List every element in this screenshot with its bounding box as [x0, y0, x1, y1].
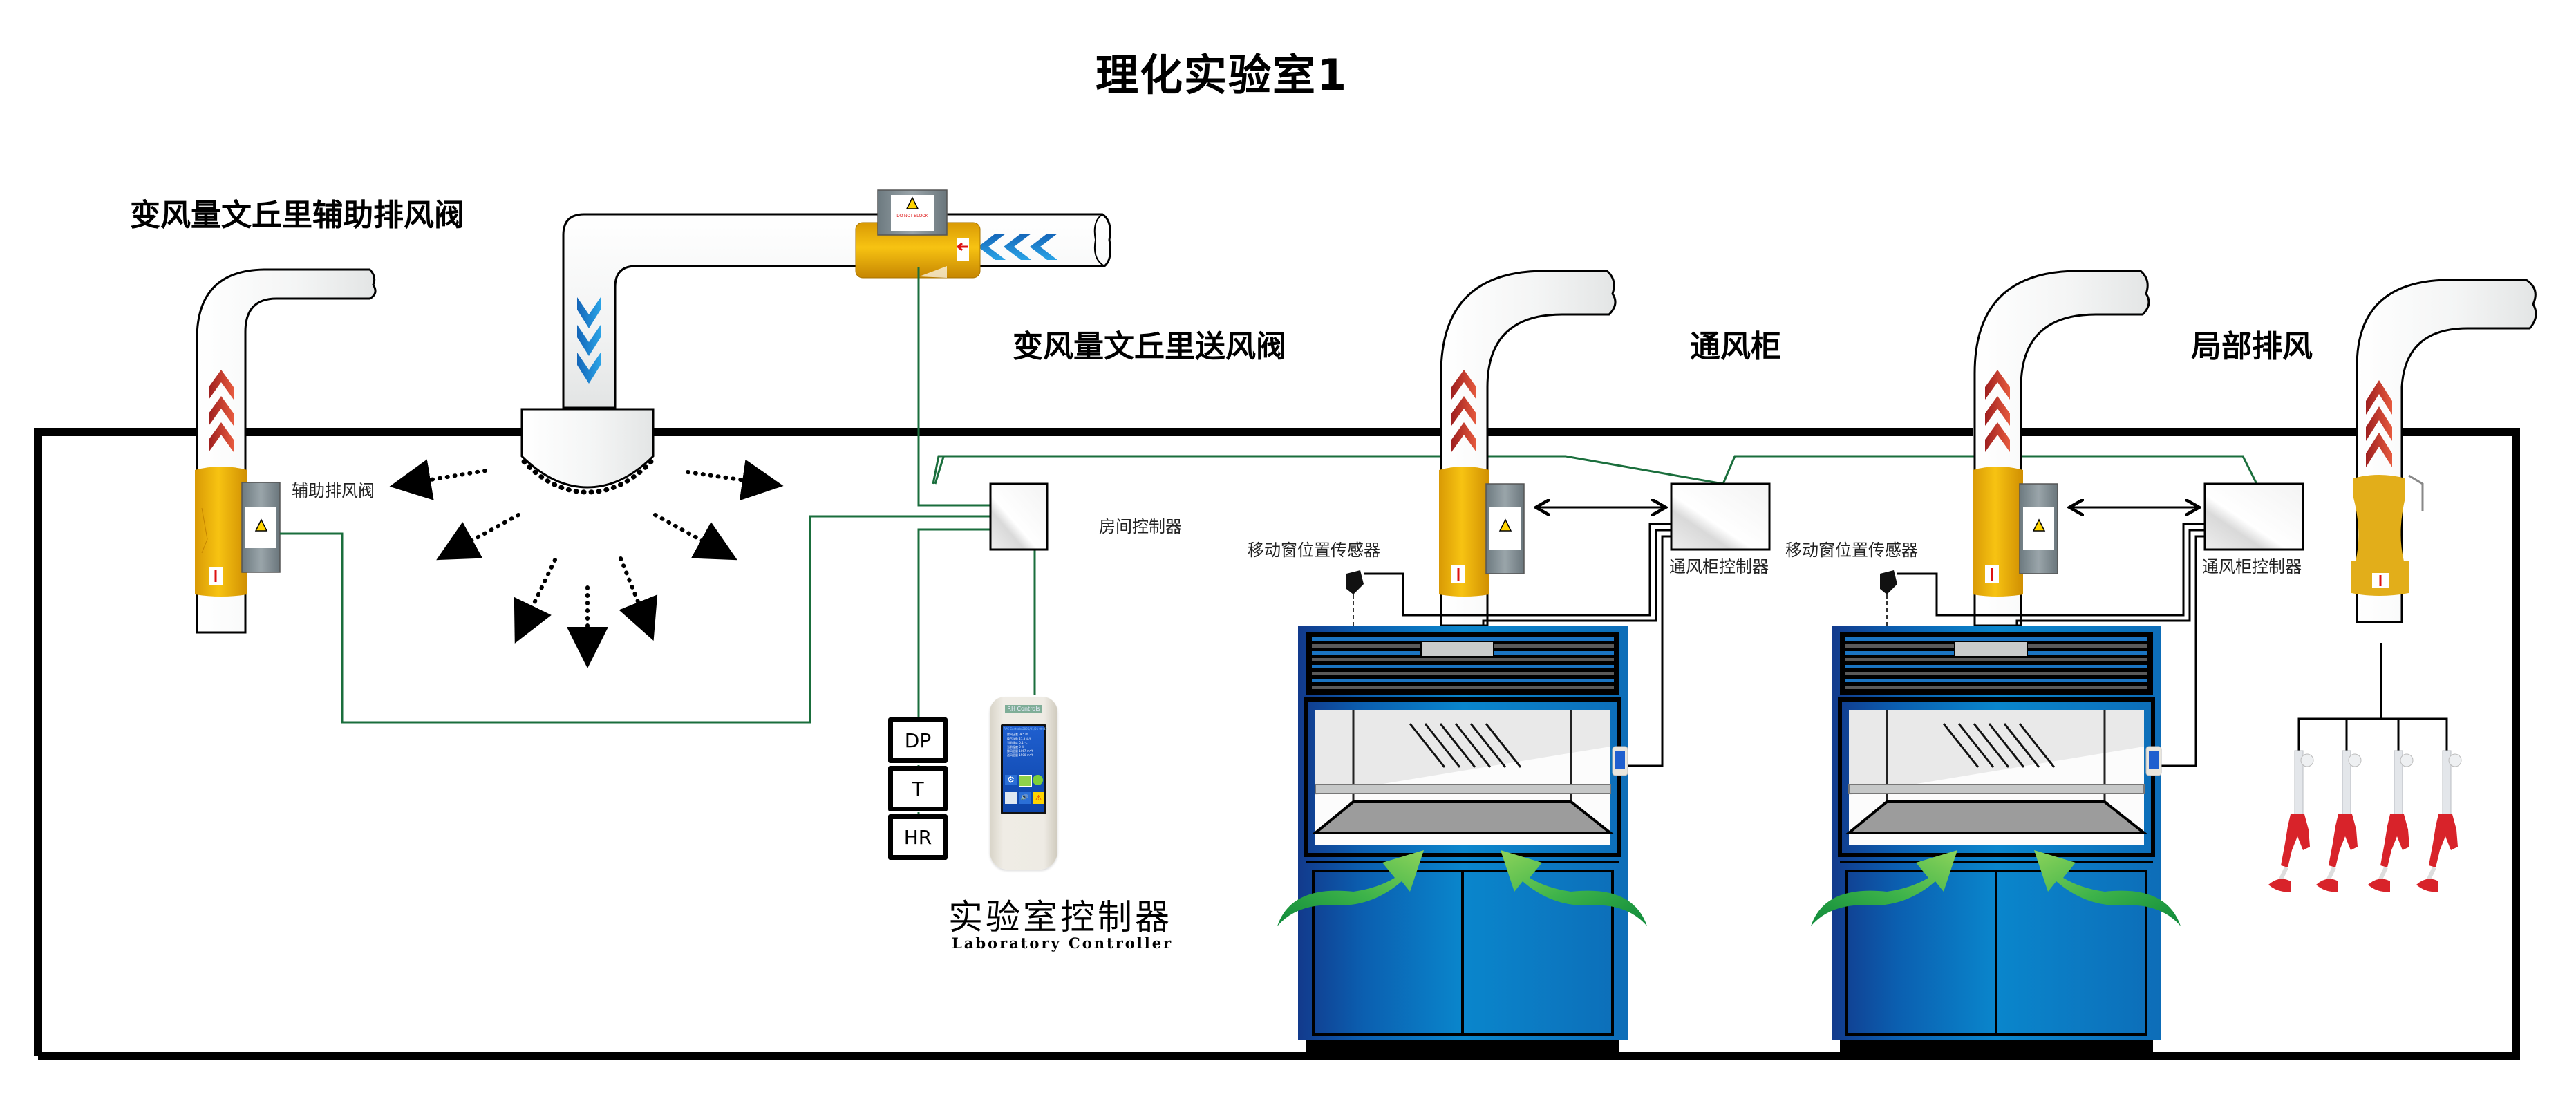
flow-direction-arrow-icon — [956, 242, 968, 252]
arm-joint — [2329, 814, 2358, 867]
warning-text: DO NOT BLOCK — [896, 214, 928, 218]
warning-icon — [1498, 518, 1512, 532]
warning-icon — [254, 518, 268, 532]
control-wiring — [280, 267, 2258, 724]
screen-reading-row: 换气次数 21.3 次/h — [1007, 737, 1032, 740]
power-switch-icon[interactable] — [1005, 792, 1017, 804]
gear-icon[interactable]: ⚙ — [1005, 775, 1017, 785]
fume-hood-1 — [1277, 270, 1771, 1053]
local-exhaust-arm-1 — [2268, 750, 2314, 892]
local-exhaust-heading: 局部排风 — [2191, 329, 2313, 364]
arm-joint — [2429, 814, 2458, 867]
warning-icon — [2032, 518, 2046, 532]
airflow-indicator — [1420, 641, 1494, 657]
sash-position-sensor — [1346, 570, 1364, 594]
warning-icon — [905, 196, 919, 209]
hood-controller-box — [1670, 482, 1771, 551]
exhaust-up-arrow-icon — [209, 370, 234, 452]
supply-duct — [562, 213, 1111, 409]
airflow-in-arrow-left — [1277, 850, 1424, 926]
arm-joint — [2281, 814, 2310, 867]
local-exhaust-venturi-valve — [2351, 474, 2424, 596]
mode-button[interactable] — [1033, 775, 1043, 785]
ceiling-diffuser — [389, 408, 784, 668]
run-status-button[interactable] — [1019, 775, 1032, 787]
screen-datetime: 2005/01/01 00:43 — [1022, 727, 1047, 731]
airflow-in-arrow-left — [1811, 850, 1957, 926]
extraction-hood-icon — [2368, 879, 2390, 892]
sash-sensor-label-2: 移动窗位置传感器 — [1785, 541, 1918, 560]
room-controller-label: 房间控制器 — [1099, 517, 1182, 536]
screen-reading-row: 当前温度 0.1 ℃ — [1007, 741, 1028, 744]
extraction-hood-icon — [2416, 879, 2438, 892]
work-surface — [1845, 800, 2148, 834]
exhaust-up-arrow-icon — [1451, 370, 1476, 452]
sash-handle — [1315, 784, 1611, 794]
controller-screen: RPC Controls 2005/01/01 00:43 房间压差 -9.5 … — [1001, 724, 1047, 814]
screen-reading-row: 房间压差 -9.5 Pa — [1007, 733, 1029, 736]
hood-venturi-valve — [1973, 467, 2023, 597]
supply-venturi-valve: DO NOT BLOCK — [855, 189, 981, 279]
fume-hood-2 — [1811, 270, 2304, 1053]
supply-airflow-left-arrow-icon — [978, 234, 1057, 260]
sensor-hr: HR — [888, 814, 948, 860]
sensor-dp: DP — [888, 717, 948, 763]
arm-joint — [2380, 814, 2409, 867]
diffuser-airflow-arrows — [389, 459, 784, 668]
arm-mount — [2400, 753, 2414, 767]
hood-venturi-valve — [1439, 467, 1489, 597]
screen-reading-row: 排风总量 1067 m³/h — [1007, 749, 1034, 753]
extraction-hood-icon — [2316, 879, 2338, 892]
screen-reading-row: 送风总量 1500 m³/h — [1007, 753, 1034, 757]
local-exhaust-arm-3 — [2368, 750, 2414, 892]
sash-frame — [1304, 697, 1621, 857]
local-exhaust-up-arrow-icon — [2366, 380, 2392, 467]
lab-controller-caption-en: Laboratory Controller — [952, 935, 1174, 952]
aux-exhaust-valve-label: 辅助排风阀 — [292, 481, 375, 500]
sash-position-sensor — [1880, 570, 1897, 594]
local-exhaust-duct — [2356, 279, 2537, 623]
sash-sensor-label-1: 移动窗位置传感器 — [1248, 541, 1380, 560]
room-wall — [34, 428, 2520, 1060]
local-exhaust-arm-2 — [2316, 750, 2362, 892]
screen-header: RPC Controls — [1004, 727, 1022, 731]
exhaust-up-arrow-icon — [1985, 370, 2010, 452]
arm-mount — [2348, 753, 2362, 767]
hood-controller-box — [2203, 482, 2304, 551]
aux-exhaust-venturi-valve — [195, 467, 281, 597]
speaker-icon[interactable]: 🔊 — [1019, 792, 1031, 804]
page-title: 理化实验室1 — [1096, 50, 1348, 100]
warning-icon[interactable]: ⚠ — [1033, 792, 1044, 804]
screen-reading-row: 当前湿度 0 % — [1007, 745, 1024, 749]
local-exhaust-branch-pipes — [2297, 643, 2448, 751]
lab-controller-caption: 实验室控制器 — [948, 897, 1172, 937]
work-surface — [1311, 800, 1615, 834]
arm-mount — [2448, 753, 2462, 767]
brand-badge: RH Controls — [1005, 705, 1042, 713]
extraction-hood-icon — [2268, 879, 2291, 892]
hood-controller-label-1: 通风柜控制器 — [1669, 557, 1769, 576]
lab-controller-device[interactable]: RH Controls RPC Controls 2005/01/01 00:4… — [990, 697, 1057, 870]
sash-frame — [1838, 697, 2155, 857]
fume-hood-heading: 通风柜 — [1690, 329, 1781, 364]
airflow-in-arrow-right — [1501, 850, 1647, 926]
airflow-in-arrow-right — [2034, 850, 2181, 926]
sash-handle — [1848, 784, 2145, 794]
room-controller-box — [989, 482, 1049, 551]
sensor-t: T — [888, 766, 948, 811]
hood-controller-label-2: 通风柜控制器 — [2202, 557, 2302, 576]
airflow-indicator — [1954, 641, 2028, 657]
arm-mount — [2300, 753, 2314, 767]
supply-airflow-down-arrow-icon — [577, 297, 601, 384]
aux-exhaust-valve-heading: 变风量文丘里辅助排风阀 — [130, 198, 464, 233]
local-exhaust-arm-4 — [2416, 750, 2462, 892]
supply-valve-heading: 变风量文丘里送风阀 — [1013, 329, 1286, 364]
